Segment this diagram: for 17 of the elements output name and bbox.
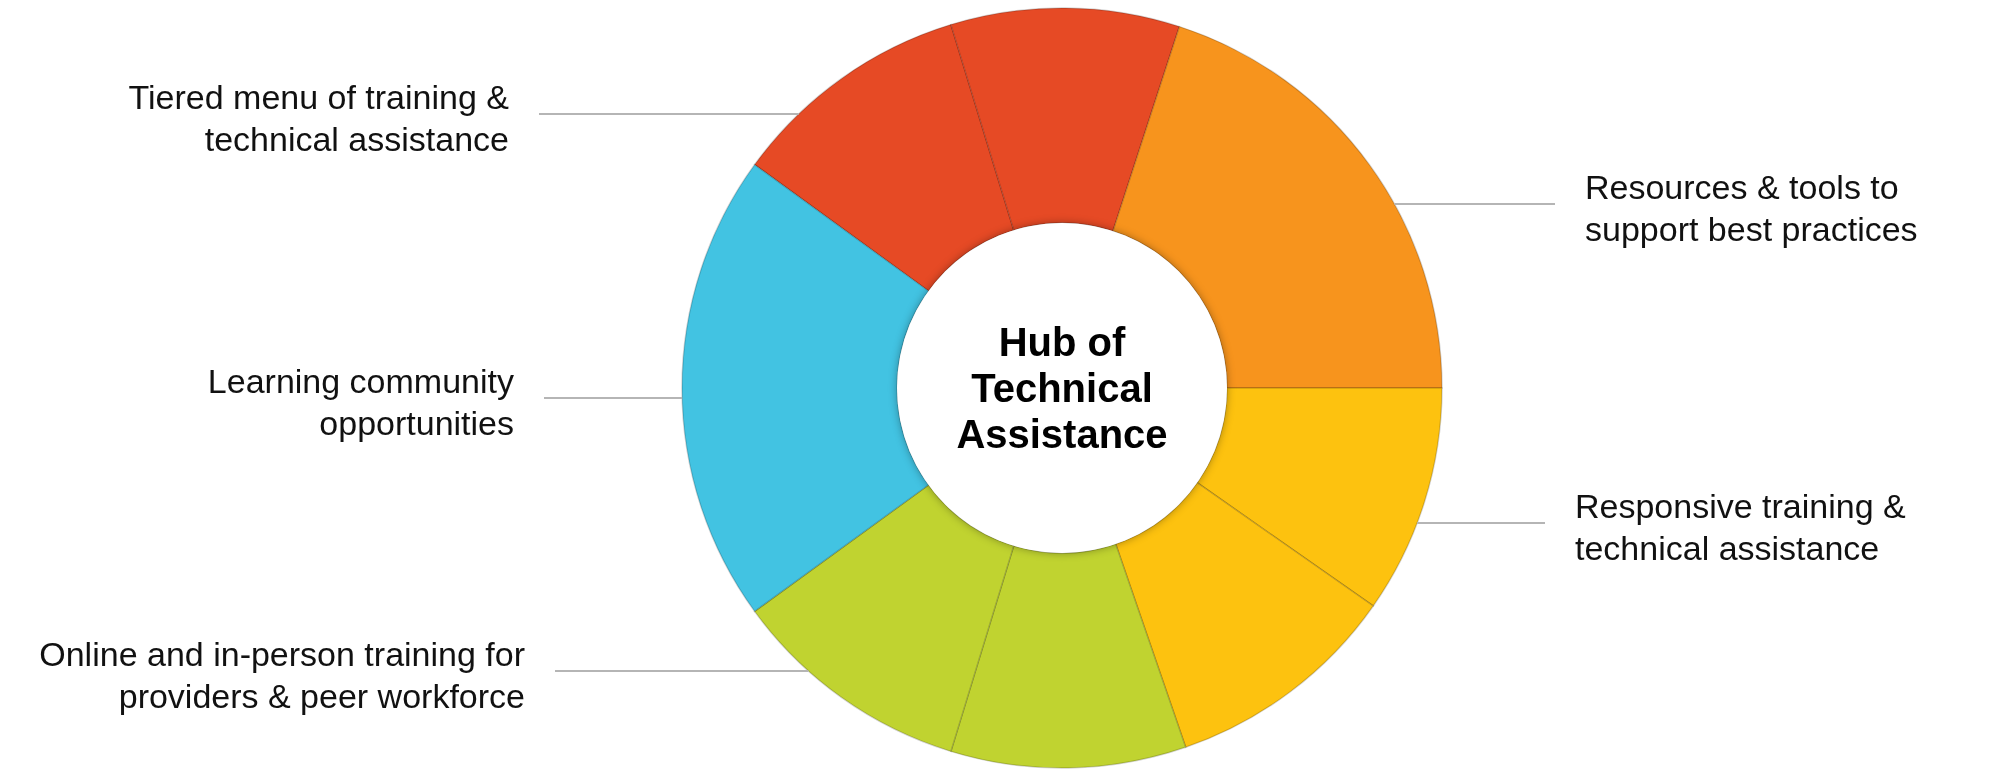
leader-line [554, 670, 810, 672]
donut-segment [753, 484, 1015, 753]
donut-segment [950, 543, 1187, 769]
donut-segment [681, 163, 930, 613]
donut-segment [1114, 481, 1375, 749]
donut-segment [753, 23, 1015, 292]
donut-segment [950, 7, 1181, 232]
leader-line [1416, 522, 1546, 524]
callout-text: Resources & tools to support best practices [1555, 166, 1945, 250]
leader-line [543, 397, 684, 399]
leader-line [538, 113, 800, 115]
callout-text: Online and in-person training for providers & peer workforce [5, 633, 555, 717]
callout-text: Learning community opportunities [154, 360, 544, 444]
donut-segment [1196, 387, 1443, 607]
leader-line [1393, 203, 1556, 205]
callout-text: Tiered menu of training & technical assistance [39, 76, 539, 160]
callout-text: Responsive training & technical assistance [1545, 485, 1955, 569]
